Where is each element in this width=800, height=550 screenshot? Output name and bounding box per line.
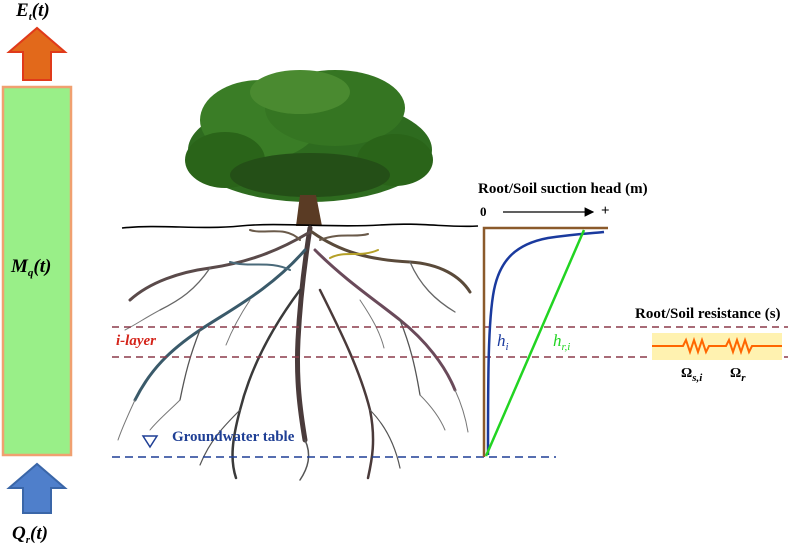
- root-system: [117, 225, 472, 481]
- qr-label: Qr(t): [12, 523, 48, 546]
- suction-axis-frame: [482, 226, 608, 457]
- omega-s-label: Ωs,i: [681, 366, 702, 384]
- ground-surface: [121, 223, 479, 229]
- suction-zero-label: 0: [480, 204, 487, 219]
- resistance-title: Root/Soil resistance (s): [635, 306, 781, 322]
- et-sub: t: [28, 11, 32, 23]
- mq-sub: q: [27, 267, 34, 279]
- curve-hi-symbol: h: [497, 331, 506, 350]
- curve-hri-sub: r,i: [561, 341, 571, 353]
- inflow-arrow: [6, 462, 68, 514]
- curve-hri-label: hr,i: [553, 331, 570, 353]
- mq-column: [1, 85, 73, 457]
- curve-hri-symbol: h: [553, 331, 562, 350]
- resistor-chain: [652, 336, 782, 356]
- omega-s-sub: s,i: [692, 372, 703, 384]
- suction-plus-label: +: [601, 203, 610, 219]
- omega-r-sub: r: [741, 372, 746, 384]
- omega-r-symbol: Ω: [730, 366, 742, 381]
- et-symbol: E: [16, 0, 29, 21]
- tree-trunk: [296, 195, 322, 226]
- mq-arg: (t): [33, 256, 52, 277]
- curve-hi-label: hi: [497, 331, 509, 353]
- omega-r-label: Ωr: [730, 366, 746, 384]
- mq-symbol: M: [11, 256, 28, 277]
- tree-crown: [185, 70, 433, 202]
- et-arg: (t): [31, 0, 50, 21]
- groundwater-label: Groundwater table: [172, 429, 295, 445]
- et-label: Et(t): [16, 0, 50, 23]
- layer-label: i-layer: [116, 333, 156, 349]
- curve-hi: [486, 230, 605, 456]
- qr-sub: r: [25, 534, 31, 546]
- curve-hri: [484, 229, 586, 457]
- omega-s-symbol: Ω: [681, 366, 693, 381]
- suction-title: Root/Soil suction head (m): [478, 181, 648, 197]
- curve-hi-sub: i: [505, 341, 509, 353]
- evapotranspiration-arrow: [6, 26, 68, 81]
- groundwater-marker-icon: [141, 435, 159, 449]
- qr-arg: (t): [30, 523, 48, 544]
- qr-symbol: Q: [12, 523, 26, 544]
- mq-label: Mq(t): [11, 256, 51, 279]
